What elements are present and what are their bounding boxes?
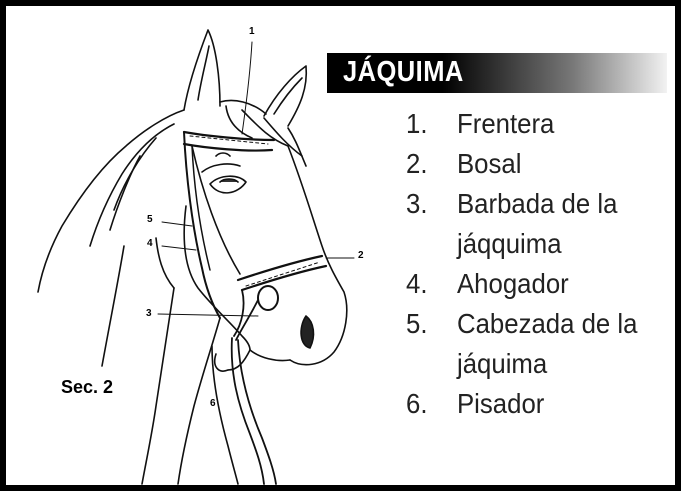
mecate [232, 338, 264, 484]
callout-6: 6 [210, 398, 216, 409]
noseband [238, 256, 326, 290]
legend-item: 6. Pisador [406, 384, 671, 424]
legend-label: Frentera [457, 104, 655, 144]
legend-number: 2. [406, 144, 448, 184]
legend-item: 1. Frentera [406, 104, 671, 144]
legend-item: 5. Cabezada de la jáquima [406, 304, 671, 384]
callout-1: 1 [249, 26, 255, 37]
right-ear [264, 66, 306, 126]
parts-legend: 1. Frentera 2. Bosal 3. Barbada de la já… [406, 104, 671, 424]
legend-label: Barbada de la jáqquima [457, 184, 655, 264]
legend-item: 3. Barbada de la jáqquima [406, 184, 671, 264]
face-profile [288, 146, 347, 365]
legend-number: 6. [406, 384, 448, 424]
title-bar: JÁQUIMA [327, 53, 667, 93]
callout-4: 4 [147, 238, 153, 249]
left-ear [184, 30, 220, 110]
callout-2: 2 [358, 250, 364, 261]
legend-label: Cabezada de la jáquima [457, 304, 655, 384]
nostril [301, 316, 313, 348]
legend-item: 4. Ahogador [406, 264, 671, 304]
legend-item: 2. Bosal [406, 144, 671, 184]
browband [184, 132, 274, 151]
legend-label: Pisador [457, 384, 655, 424]
cheek-strap [184, 132, 220, 318]
legend-label: Bosal [457, 144, 655, 184]
legend-number: 5. [406, 304, 448, 344]
section-label: Sec. 2 [61, 377, 113, 398]
page-title: JÁQUIMA [343, 56, 464, 89]
bosal-knot [258, 286, 278, 310]
legend-label: Ahogador [457, 264, 655, 304]
legend-number: 3. [406, 184, 448, 224]
callout-3: 3 [146, 308, 152, 319]
callout-5: 5 [147, 214, 153, 225]
legend-number: 1. [406, 104, 448, 144]
legend-number: 4. [406, 264, 448, 304]
